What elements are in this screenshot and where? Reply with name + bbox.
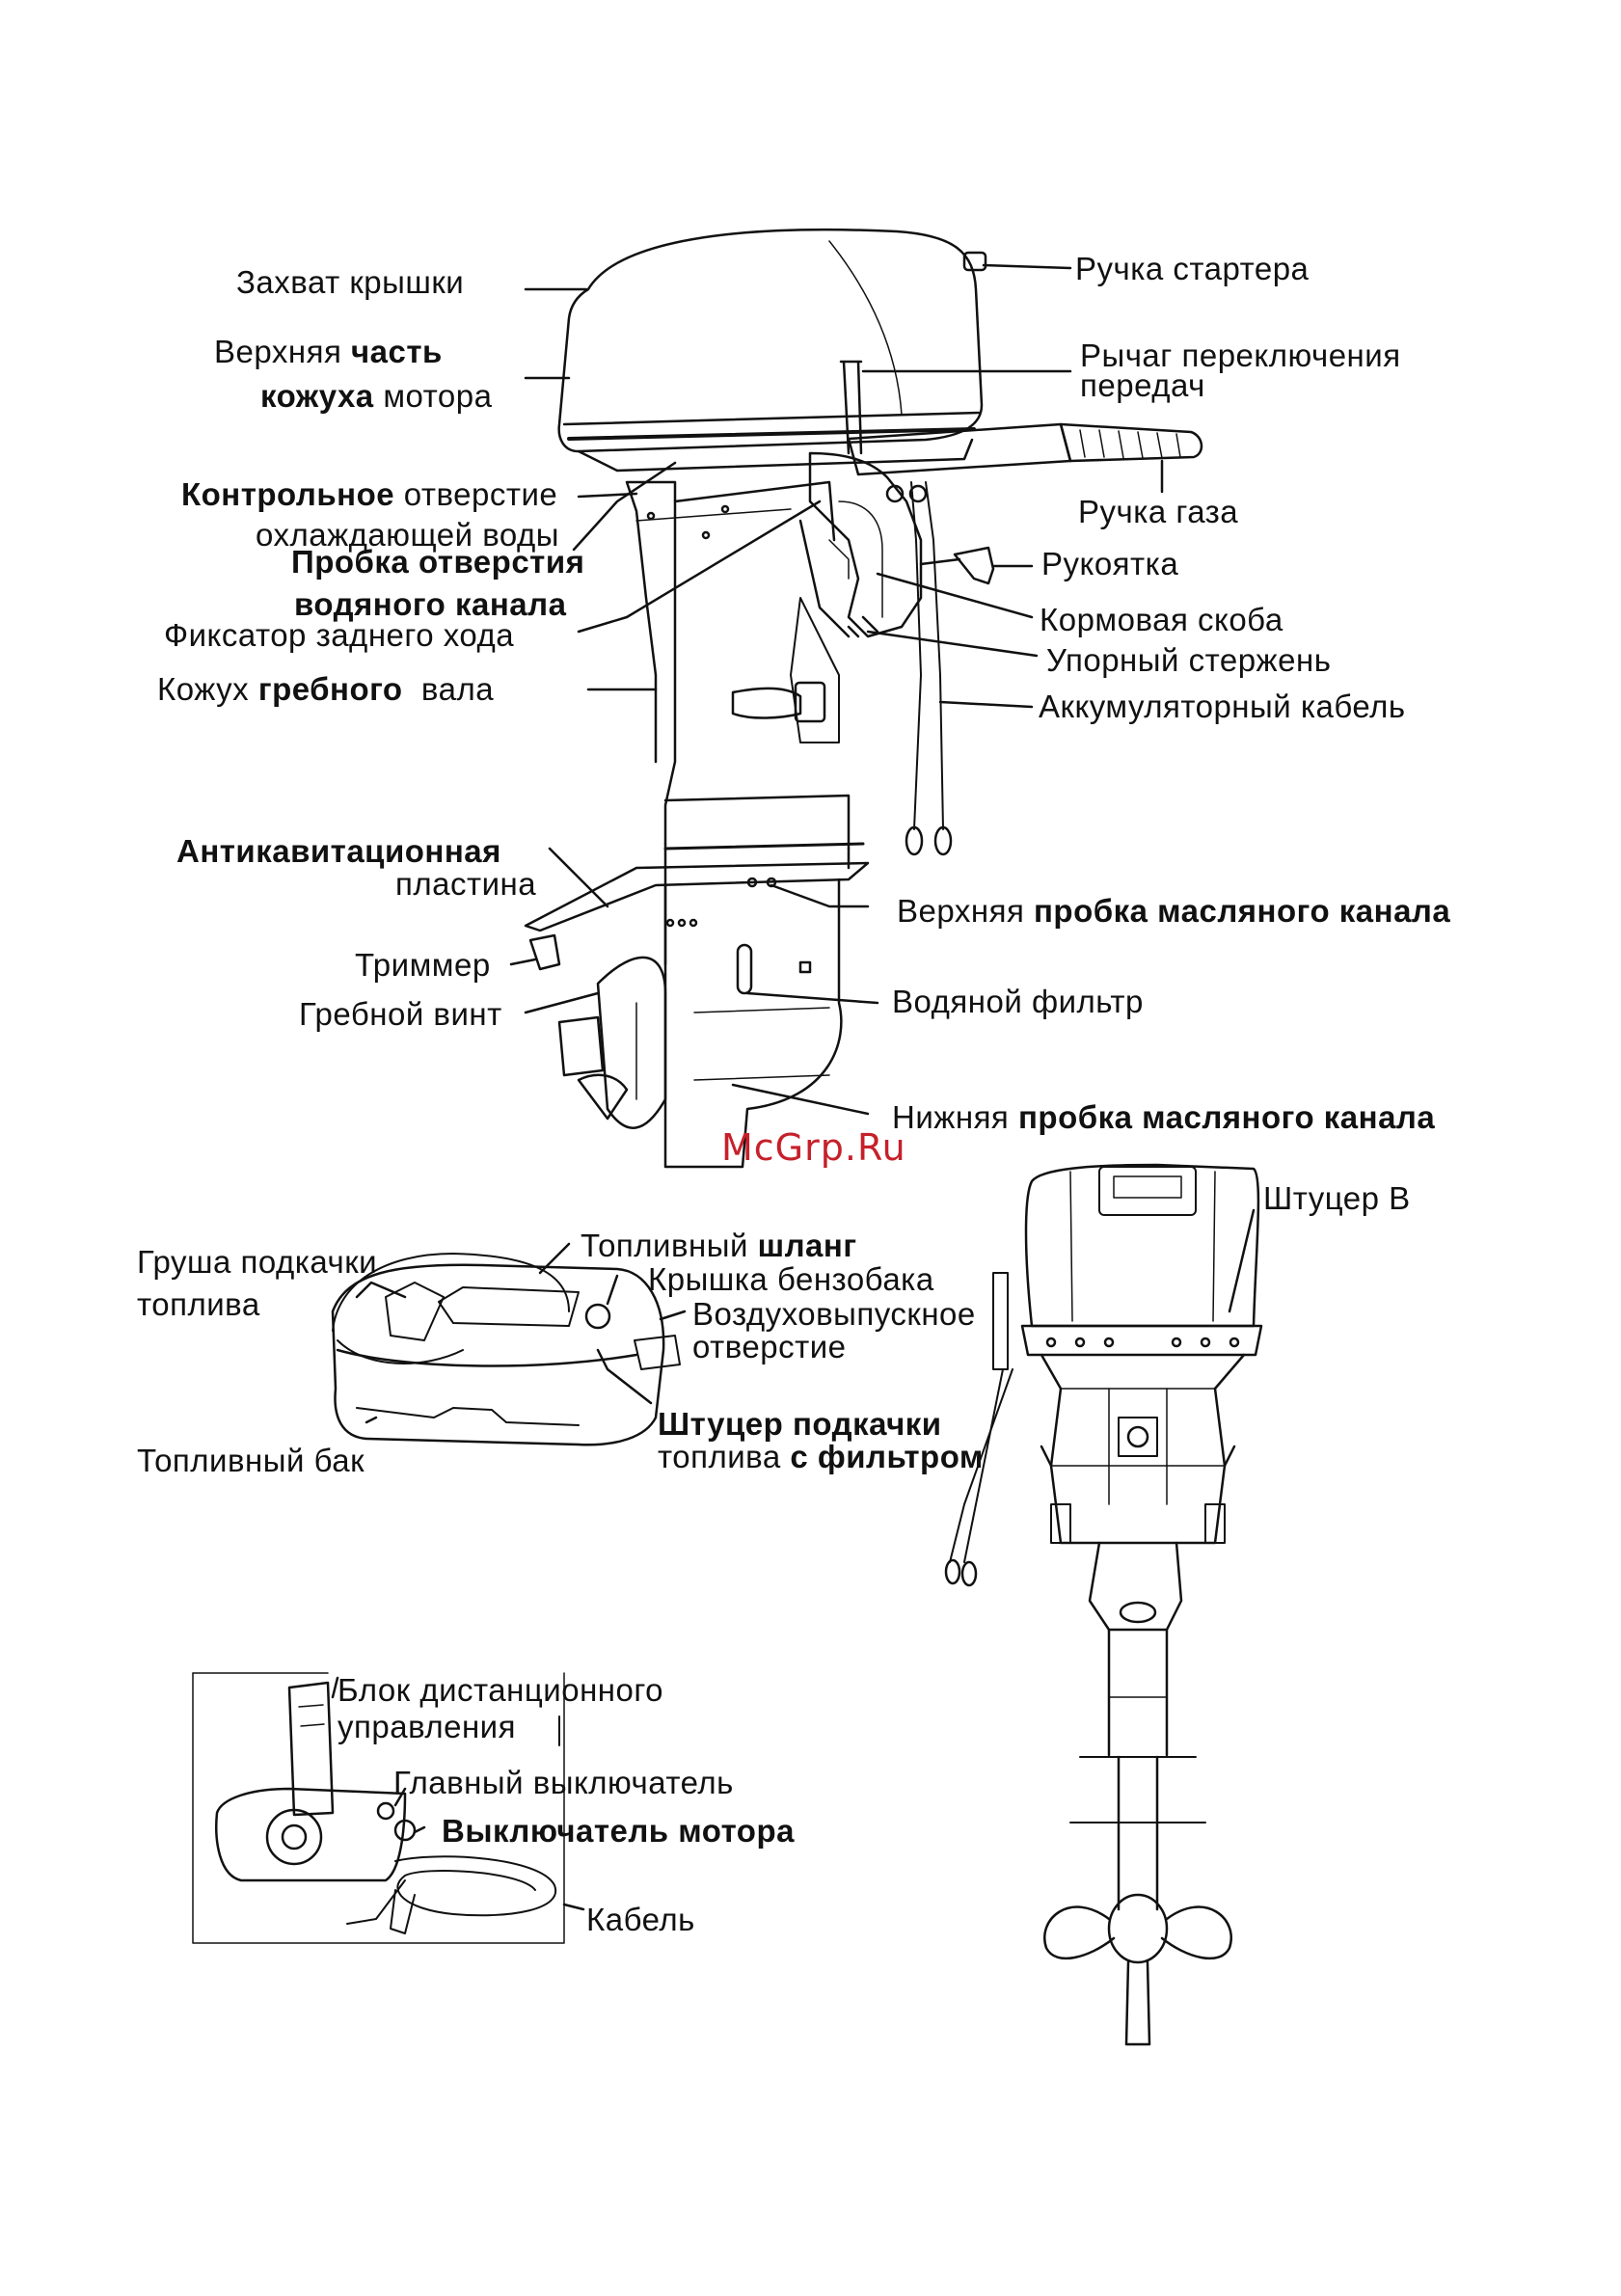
label-check-hole-2: охлаждающей воды	[256, 517, 560, 553]
propeller	[557, 956, 667, 1129]
shaft-housing	[663, 794, 851, 851]
label-connector: Штуцер подкачки	[658, 1406, 942, 1442]
label-upper-cowl-2: кожуха мотора	[260, 378, 493, 414]
trimmer	[528, 933, 561, 971]
battery-cable	[910, 481, 922, 830]
label-reverse-lock: Фиксатор заднего хода	[164, 617, 515, 653]
label-lower-oil-plug: Нижняя пробка масляного канала	[892, 1099, 1436, 1135]
label-throttle-grip: Ручка газа	[1078, 494, 1239, 529]
label-propeller: Гребной винт	[299, 996, 502, 1032]
anticavitation-plate	[524, 861, 870, 932]
label-anticav: Антикавитационная	[176, 833, 501, 869]
front-cowl	[1024, 1163, 1260, 1328]
label-fuel-tank: Топливный бак	[137, 1443, 365, 1478]
label-remote-unit: Блок дистанционного	[338, 1672, 664, 1708]
fuel-tank-illustration	[331, 1242, 687, 1446]
engine-switch	[393, 1819, 417, 1842]
lower-unit	[663, 878, 843, 1169]
watermark: McGrp.Ru	[721, 1126, 906, 1169]
remote-body	[215, 1787, 407, 1882]
label-stern-bracket: Кормовая скоба	[1040, 602, 1283, 637]
label-cover-grip: Захват крышки	[236, 264, 465, 300]
tilt-handle	[953, 546, 995, 585]
label-upper-cowl: Верхняя часть	[214, 334, 443, 369]
label-primer-bulb-2: топлива	[137, 1286, 260, 1322]
label-handle: Рукоятка	[1041, 546, 1179, 581]
label-upper-oil-plug: Верхняя пробка масляного канала	[897, 893, 1451, 929]
label-water-filter: Водяной фильтр	[892, 984, 1144, 1019]
label-main-switch: Главный выключатель	[393, 1765, 734, 1800]
tank-cap	[584, 1303, 611, 1330]
label-trimmer: Триммер	[355, 947, 491, 983]
label-fitting-b: Штуцер В	[1263, 1180, 1411, 1216]
fuel-tank-body	[331, 1263, 665, 1446]
outboard-motor-front-view	[944, 1163, 1263, 2046]
label-air-vent-2: отверстие	[692, 1329, 847, 1364]
label-water-plug-2: водяного канала	[294, 586, 567, 622]
label-starter-handle: Ручка стартера	[1075, 251, 1310, 286]
outboard-motor-side-view	[509, 228, 1203, 1169]
label-battery-cable: Аккумуляторный кабель	[1039, 689, 1406, 724]
water-filter	[736, 943, 753, 995]
label-anticav-2: пластина	[395, 866, 537, 902]
starter-handle	[962, 251, 987, 272]
fuel-hose	[332, 1253, 570, 1364]
upper-cowl	[557, 228, 984, 453]
label-cable: Кабель	[586, 1902, 695, 1937]
cable-coil	[394, 1855, 557, 1917]
label-gear-lever-2: передач	[1080, 367, 1205, 403]
label-fuel-hose: Топливный шланг	[581, 1228, 857, 1263]
main-switch	[376, 1801, 395, 1821]
label-shaft-housing: Кожух гребного вала	[157, 671, 495, 707]
label-remote-unit-2: управления	[338, 1709, 516, 1744]
label-water-plug: Пробка отверстия	[291, 544, 585, 580]
label-engine-switch: Выключатель мотора	[442, 1813, 795, 1849]
remote-control-illustration	[192, 1672, 585, 1944]
mid-housing	[625, 480, 677, 846]
remote-lever	[287, 1681, 335, 1817]
label-connector-2: топлива с фильтром	[658, 1439, 984, 1474]
throttle-grip	[1059, 422, 1203, 463]
label-gear-lever: Рычаг переключения	[1080, 338, 1401, 373]
stern-bracket	[808, 451, 923, 638]
label-thrust-rod: Упорный стержень	[1046, 642, 1332, 678]
label-air-vent: Воздуховыпускное	[692, 1296, 976, 1332]
thrust-rod	[847, 615, 879, 638]
label-primer-bulb: Груша подкачки	[137, 1244, 378, 1280]
label-tank-cap: Крышка бензобака	[648, 1261, 934, 1297]
label-check-hole: Контрольное отверстие	[181, 476, 558, 512]
reverse-lock-knob	[731, 687, 802, 719]
